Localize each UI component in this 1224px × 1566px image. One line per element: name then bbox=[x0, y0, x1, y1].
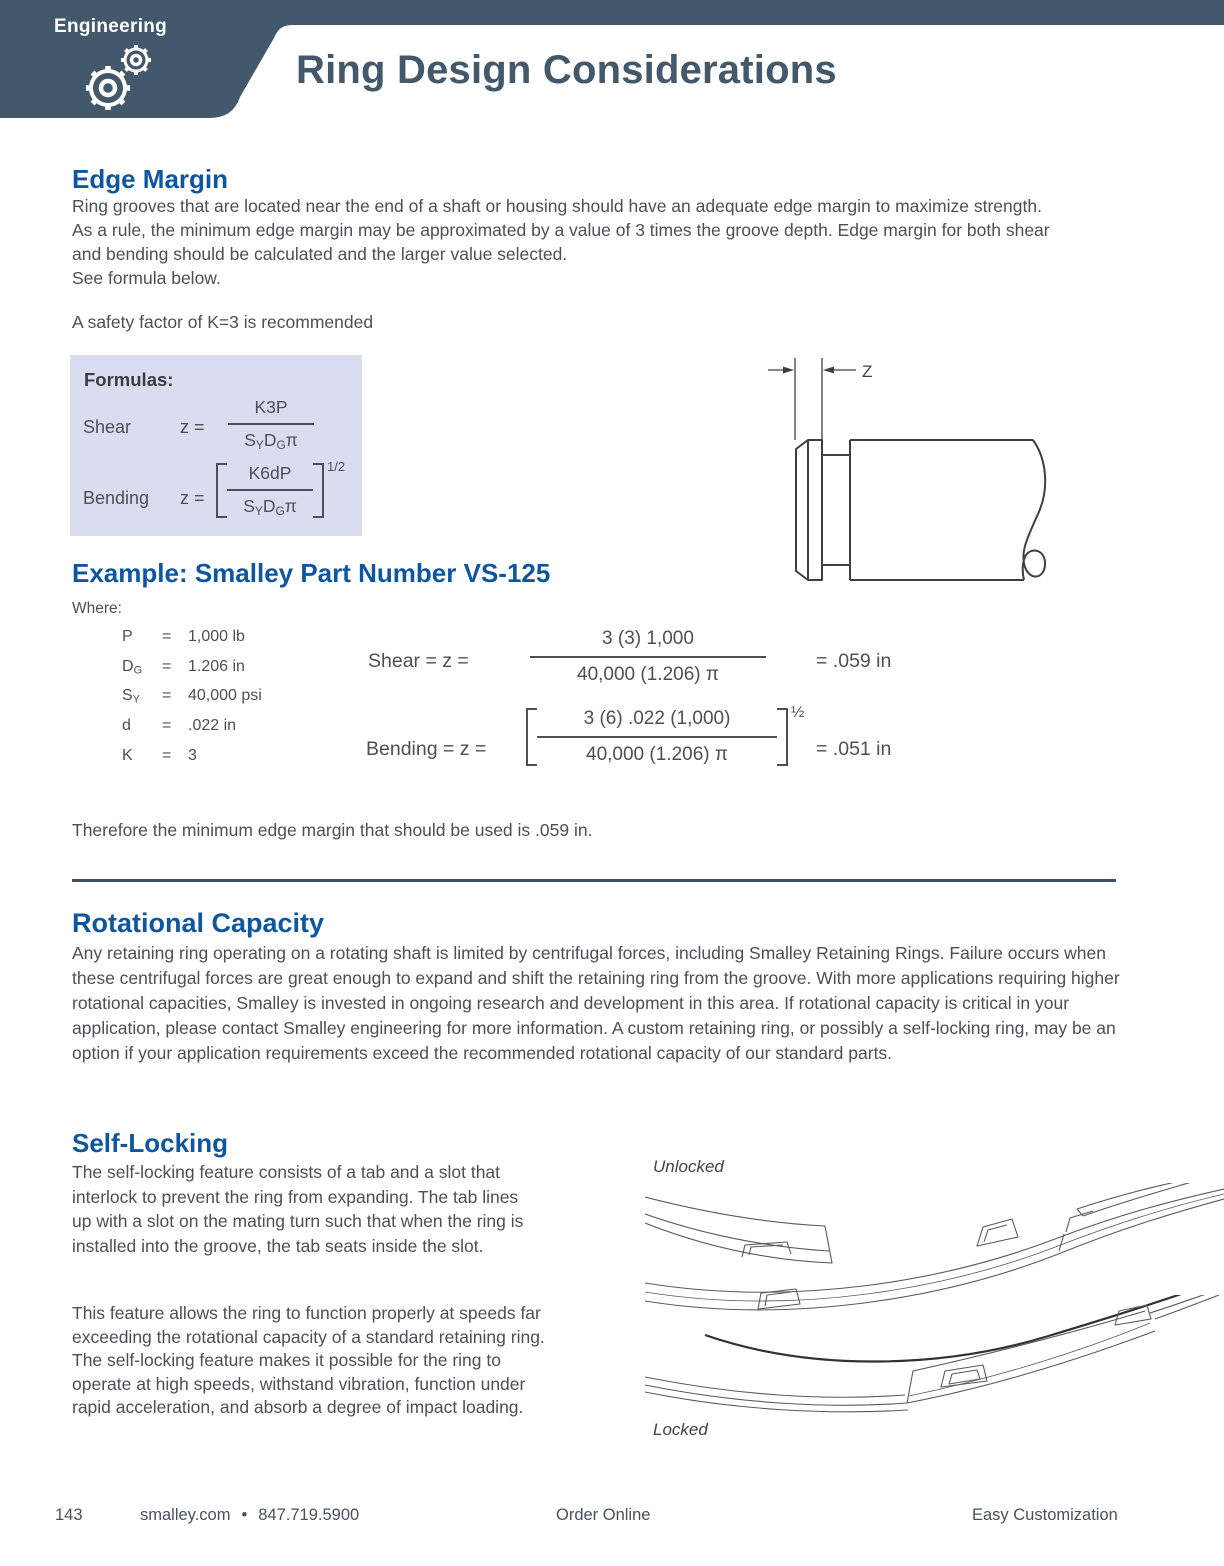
var-value: 40,000 psi bbox=[188, 687, 262, 705]
locked-ring-drawing bbox=[645, 1295, 1220, 1413]
edge-margin-body: Ring grooves that are located near the e… bbox=[72, 194, 1062, 290]
formulas-box: Formulas: Shear z = K3P SYDGπ Bending z … bbox=[70, 355, 362, 536]
section-divider bbox=[72, 879, 1116, 882]
engineering-label: Engineering bbox=[54, 16, 168, 37]
bending-equation-result: = .051 in bbox=[816, 738, 892, 760]
unlocked-label: Unlocked bbox=[653, 1157, 724, 1176]
footer-order-online: Order Online bbox=[556, 1506, 651, 1524]
var-value: 3 bbox=[188, 746, 197, 764]
rotational-capacity-heading: Rotational Capacity bbox=[72, 908, 325, 938]
variables-table: P = 1,000 lb DG = 1.206 in SY = 40,000 p… bbox=[122, 628, 262, 766]
self-locking-para2: This feature allows the ring to function… bbox=[72, 1303, 545, 1417]
left-bracket bbox=[526, 708, 537, 766]
z-dimension-label: Z bbox=[862, 362, 872, 381]
header-band bbox=[0, 0, 1224, 118]
shear-formula-fraction: K3P SYDGπ bbox=[228, 397, 314, 452]
var-eq: = bbox=[162, 687, 172, 705]
var-value: 1.206 in bbox=[188, 657, 245, 675]
conclusion-text: Therefore the minimum edge margin that s… bbox=[72, 820, 593, 840]
bending-equation-exponent: ½ bbox=[791, 704, 805, 721]
safety-note: A safety factor of K=3 is recommended bbox=[72, 312, 374, 332]
bending-formula-label: Bending bbox=[83, 488, 150, 508]
gears-icon bbox=[86, 45, 151, 110]
shaft-edge-margin-diagram: Z bbox=[768, 358, 1047, 581]
bending-exponent: 1/2 bbox=[327, 459, 346, 474]
self-locking-para1: The self-locking feature consists of a t… bbox=[72, 1162, 524, 1256]
footer-contact: smalley.com • 847.719.5900 bbox=[140, 1506, 359, 1525]
var-name: d bbox=[122, 717, 131, 735]
var-value: .022 in bbox=[188, 717, 237, 735]
edge-margin-heading: Edge Margin bbox=[72, 164, 229, 194]
footer-website: smalley.com bbox=[140, 1506, 231, 1524]
var-eq: = bbox=[162, 628, 172, 645]
footer-phone: 847.719.5900 bbox=[258, 1506, 360, 1524]
page-number: 143 bbox=[55, 1506, 83, 1524]
shear-z-equals: z = bbox=[180, 417, 205, 437]
shear-formula-label: Shear bbox=[83, 417, 132, 437]
rotational-capacity-body: Any retaining ring operating on a rotati… bbox=[72, 943, 1120, 1063]
bending-z-equals: z = bbox=[180, 488, 205, 508]
bending-equation-fraction: 3 (6) .022 (1,000) 40,000 (1.206) π ½ bbox=[526, 704, 804, 766]
shear-equation-label: Shear = z = bbox=[368, 650, 469, 672]
right-bracket bbox=[313, 463, 324, 518]
var-eq: = bbox=[162, 717, 172, 735]
var-name: SY bbox=[122, 687, 140, 707]
var-eq: = bbox=[162, 657, 172, 675]
right-bracket bbox=[777, 708, 788, 766]
unlocked-ring-drawing bbox=[645, 1183, 1224, 1311]
var-name: DG bbox=[122, 657, 143, 677]
var-name: K bbox=[122, 746, 133, 764]
bending-equation-label: Bending = z = bbox=[366, 738, 487, 760]
shear-equation-result: = .059 in bbox=[816, 650, 892, 672]
footer-bullet: • bbox=[241, 1506, 248, 1524]
locked-label: Locked bbox=[653, 1420, 708, 1439]
shear-equation-fraction: 3 (3) 1,000 40,000 (1.206) π bbox=[530, 628, 766, 686]
edge-margin-text: Ring grooves that are located near the e… bbox=[72, 196, 1050, 264]
var-name: P bbox=[122, 628, 133, 645]
page-title: Ring Design Considerations bbox=[296, 48, 837, 92]
bending-formula-fraction: K6dP SYDGπ 1/2 bbox=[216, 459, 345, 518]
footer-easy-customization: Easy Customization bbox=[972, 1506, 1118, 1524]
var-value: 1,000 lb bbox=[188, 628, 245, 645]
formulas-title: Formulas: bbox=[84, 369, 174, 390]
self-locking-heading: Self-Locking bbox=[72, 1128, 229, 1158]
where-label: Where: bbox=[72, 600, 122, 617]
example-heading: Example: Smalley Part Number VS-125 bbox=[72, 558, 551, 588]
left-bracket bbox=[216, 463, 227, 518]
var-eq: = bbox=[162, 746, 172, 764]
edge-margin-text2: See formula below. bbox=[72, 268, 221, 288]
